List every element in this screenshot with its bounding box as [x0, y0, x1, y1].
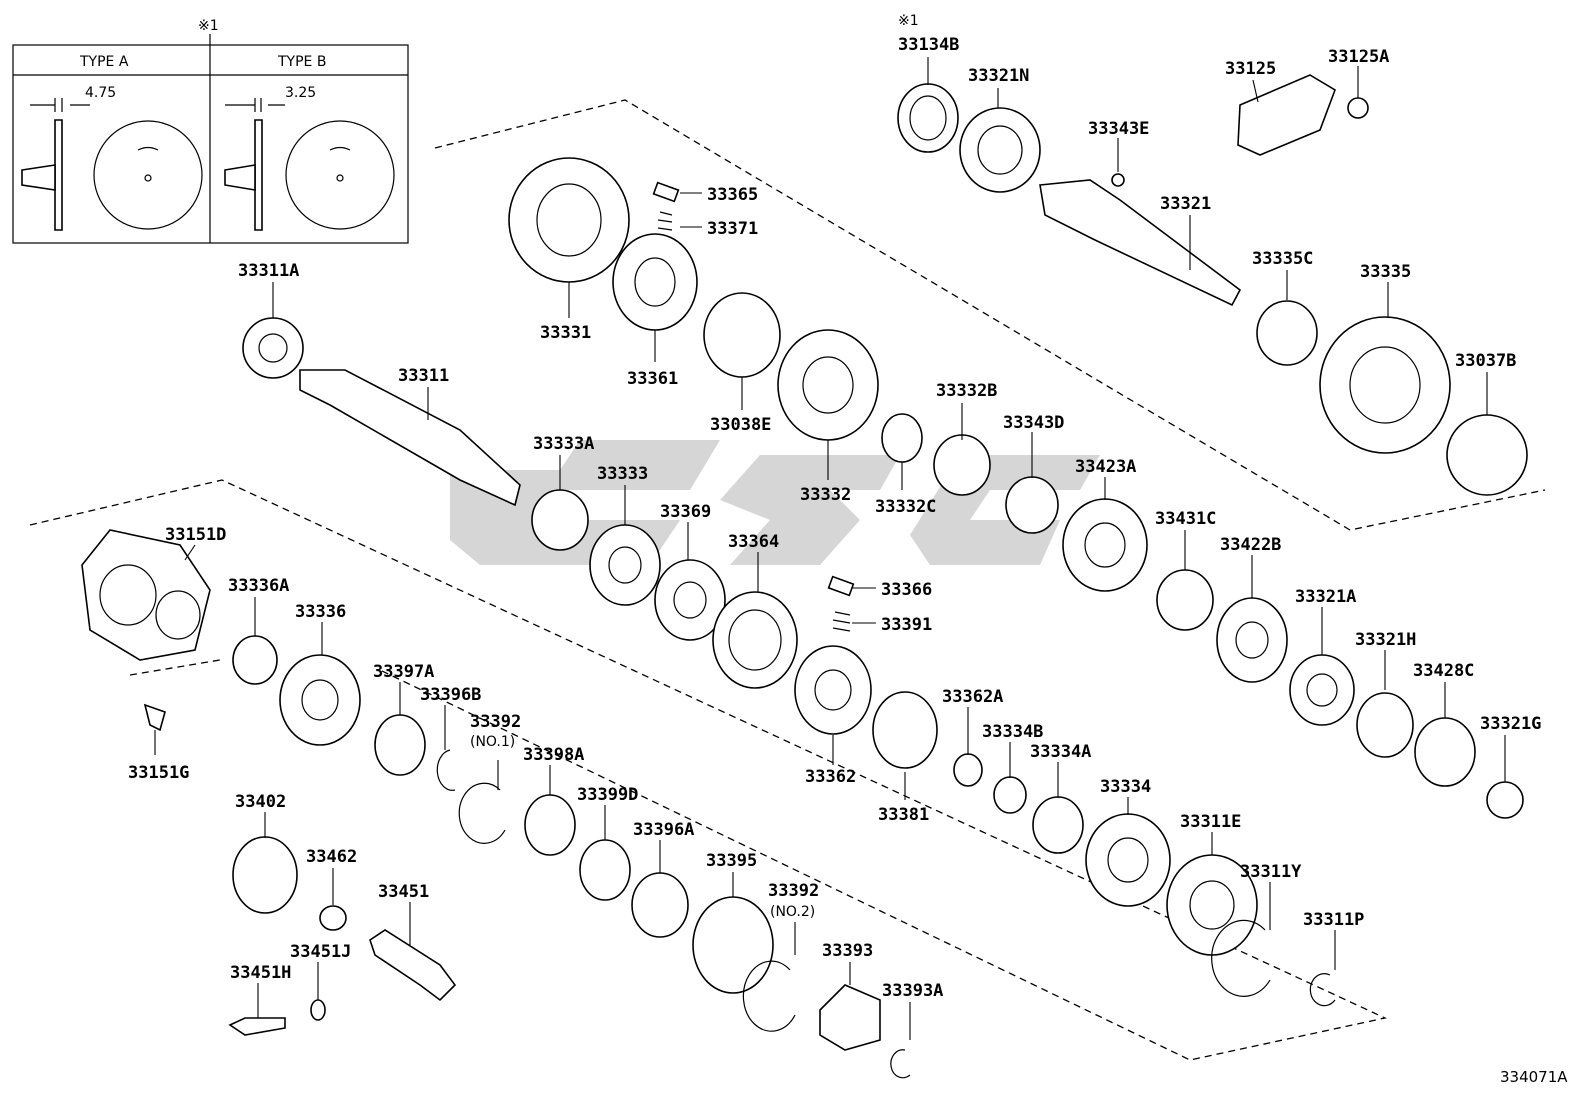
type-a-dimension: 4.75: [85, 85, 116, 101]
part-label: 33451J: [290, 942, 351, 962]
part-label: 33396B: [420, 685, 481, 705]
inset-note-mark: ※1: [198, 18, 219, 34]
part-label: 33393: [822, 941, 873, 961]
part-label: 33369: [660, 502, 711, 522]
type-b-label: TYPE B: [277, 54, 326, 70]
part-label: 33431C: [1155, 509, 1216, 529]
part-label: 33422B: [1220, 535, 1281, 555]
part-label: 33037B: [1455, 351, 1516, 371]
type-a-label: TYPE A: [79, 54, 129, 70]
part-label: 33343E: [1088, 119, 1149, 139]
part-label: 33366: [881, 580, 932, 600]
part-label: 33334A: [1030, 742, 1091, 762]
part-label: 33361: [627, 369, 678, 389]
part-label: 33151D: [165, 525, 226, 545]
part-label: 33336: [295, 602, 346, 622]
type-b-dimension: 3.25: [285, 85, 316, 101]
part-note: (NO.2): [770, 904, 815, 920]
part-label: 33398A: [523, 745, 584, 765]
part-label: 33332B: [936, 381, 997, 401]
leader-lines: [154, 57, 1506, 1040]
part-shapes: [81, 74, 1528, 1079]
part-label: 33321H: [1355, 630, 1416, 650]
dashed-group-upper: [434, 99, 1546, 531]
part-label: 33392: [768, 881, 819, 901]
part-label: 33333: [597, 464, 648, 484]
part-label: 33393A: [882, 981, 943, 1001]
part-label: 33362: [805, 767, 856, 787]
part-label: 33462: [306, 847, 357, 867]
part-label: 33134B: [898, 35, 959, 55]
part-label: 33428C: [1413, 661, 1474, 681]
part-label: 33125A: [1328, 47, 1389, 67]
part-label: 33397A: [373, 662, 434, 682]
part-label: 33336A: [228, 576, 289, 596]
part-label: 33392: [470, 712, 521, 732]
part-label: 33311Y: [1240, 862, 1302, 882]
part-label: 33038E: [710, 415, 771, 435]
part-label: 33321N: [968, 66, 1029, 86]
part-label: 33362A: [942, 687, 1003, 707]
part-label: 33402: [235, 792, 286, 812]
part-label: 33334: [1100, 777, 1151, 797]
watermark-logo: [450, 440, 1100, 565]
part-label: 33321A: [1295, 587, 1356, 607]
part-label: 33332C: [875, 497, 936, 517]
dashed-group-lower: [29, 479, 1388, 1061]
part-label: 33423A: [1075, 457, 1136, 477]
part-label: 33365: [707, 185, 758, 205]
part-label: 33311P: [1303, 910, 1364, 930]
part-label: 33451H: [230, 963, 291, 983]
part-label: 33334B: [982, 722, 1043, 742]
part-label: 33396A: [633, 820, 694, 840]
part-label: 33332: [800, 485, 851, 505]
part-label: 33335: [1360, 262, 1411, 282]
part-label: 33321G: [1480, 714, 1541, 734]
part-label: 33391: [881, 615, 932, 635]
part-label: 33311A: [238, 261, 299, 281]
figure-code: 334071A: [1500, 1068, 1568, 1086]
part-label: 33451: [378, 882, 429, 902]
part-label: 33331: [540, 323, 591, 343]
part-label: 33333A: [533, 434, 594, 454]
part-label: 33371: [707, 219, 758, 239]
note-mark: ※1: [898, 13, 919, 29]
part-label: 33321: [1160, 194, 1211, 214]
part-label: 33381: [878, 805, 929, 825]
part-label: 33399D: [577, 785, 638, 805]
part-label: 33335C: [1252, 249, 1313, 269]
part-label: 33125: [1225, 59, 1276, 79]
part-label: 33343D: [1003, 413, 1064, 433]
part-labels: ※1 33134B 33321N 33125 33125A 33343E 333…: [128, 13, 1568, 1086]
type-inset: ※1 TYPE A TYPE B 4.75 3.25: [12, 18, 409, 244]
part-label: 33364: [728, 532, 779, 552]
part-note: (NO.1): [470, 734, 515, 750]
part-label: 33395: [706, 851, 757, 871]
part-label: 33151G: [128, 763, 189, 783]
part-label: 33311E: [1180, 812, 1241, 832]
part-label: 33311: [398, 366, 449, 386]
